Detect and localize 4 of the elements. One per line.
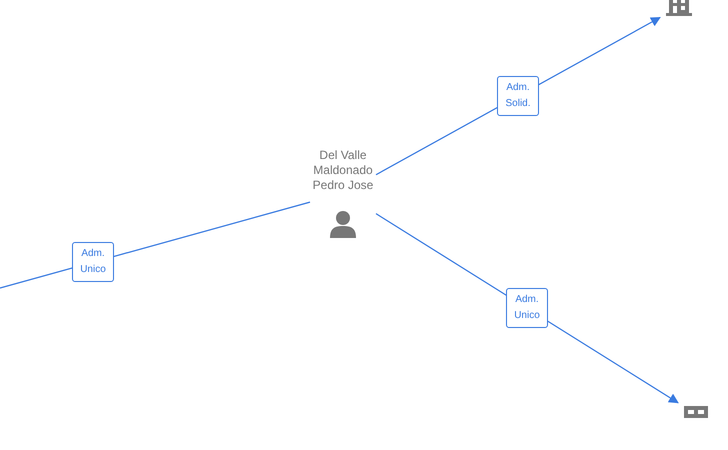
edge-label: Adm. Unico (72, 242, 114, 282)
edge-label: Adm. Solid. (497, 76, 539, 116)
person-name: Del Valle Maldonado Pedro Jose (312, 148, 374, 193)
edge-label: Adm. Unico (506, 288, 548, 328)
